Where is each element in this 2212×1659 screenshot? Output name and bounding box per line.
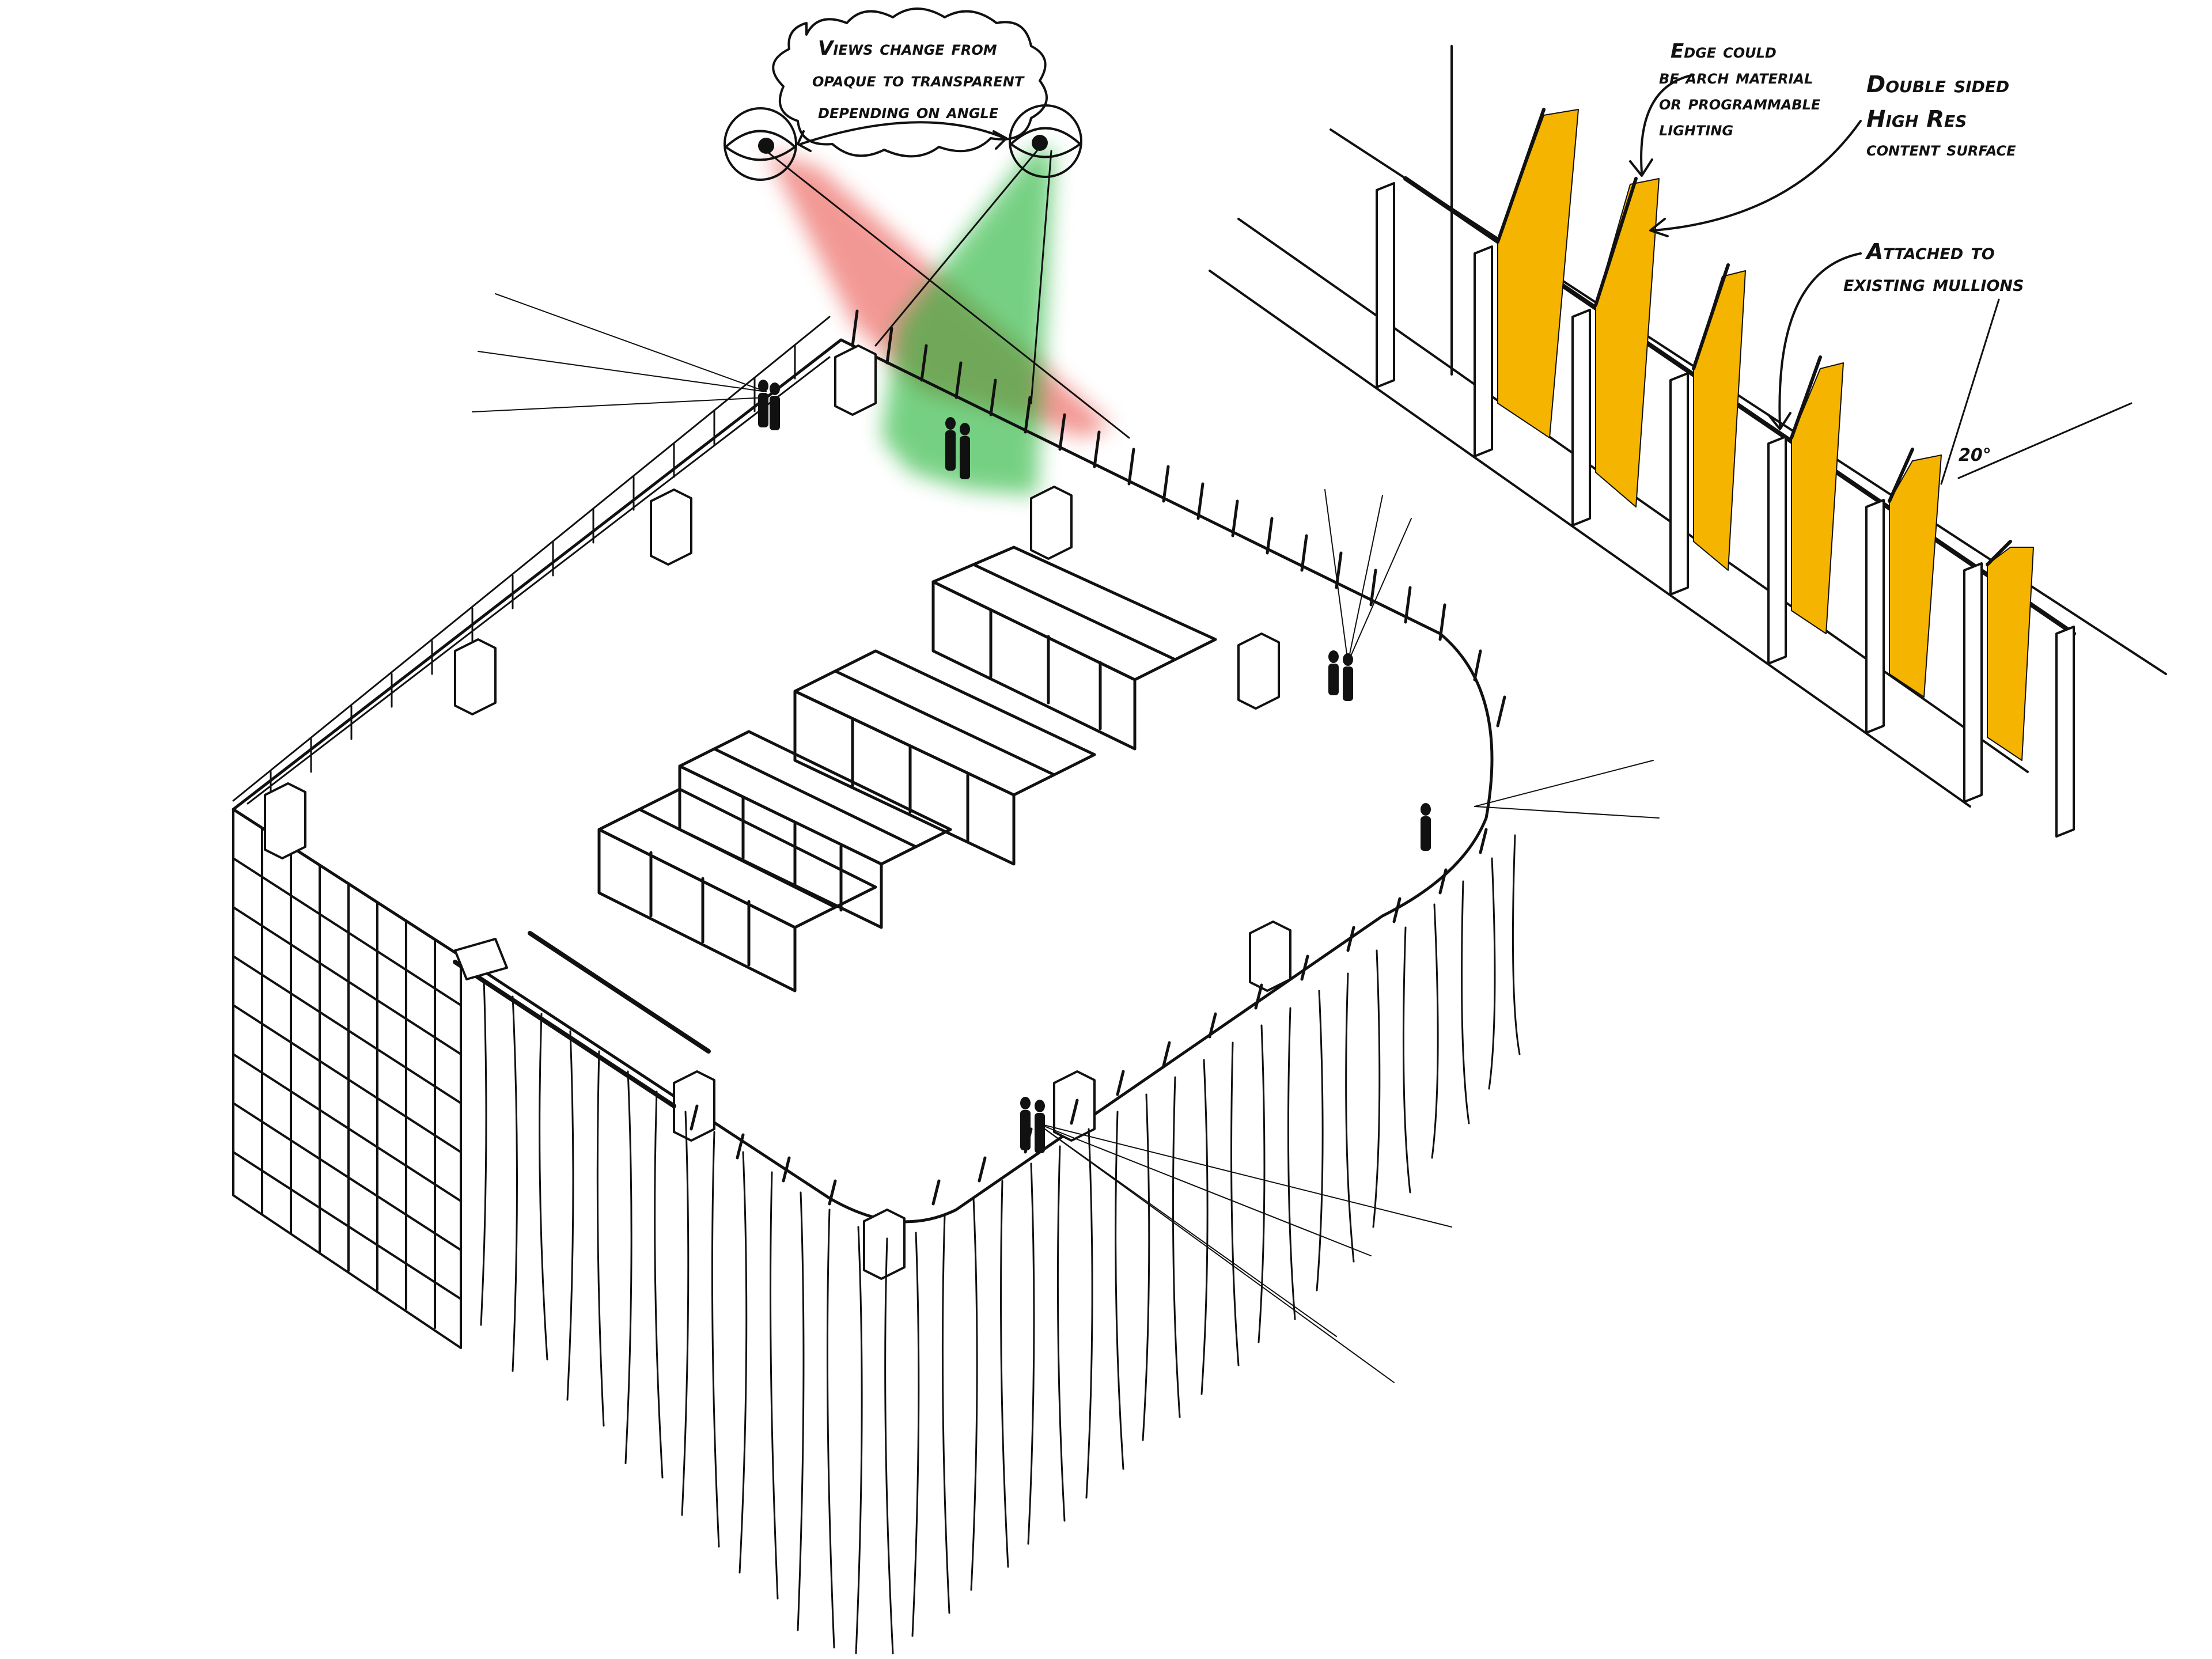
mullion-leader-arrow <box>1778 252 1862 427</box>
surface-note-line2: High Res <box>1866 106 1967 132</box>
grid-facade <box>232 808 462 1349</box>
content-panel <box>1497 109 1579 438</box>
fins-back-right <box>851 309 1506 728</box>
person-silhouette-icon <box>1421 803 1431 851</box>
mullion-pointer <box>1940 298 2000 485</box>
angle-pointer <box>1957 402 2133 479</box>
sight-lines <box>472 293 1660 1383</box>
angle-label: 20° <box>1959 445 1991 465</box>
content-panel <box>1791 362 1844 634</box>
cubicle-clusters <box>597 546 1217 993</box>
front-bars <box>453 931 711 1108</box>
person-silhouette-icon <box>945 417 970 479</box>
surface-note-line1: Double sided <box>1866 71 2009 98</box>
edge-note-line4: lighting <box>1659 118 1733 141</box>
floor-plate <box>232 338 1494 1224</box>
eye-icon <box>1009 104 1082 178</box>
edge-note-line3: or programmable <box>1659 92 1821 115</box>
edge-note-line1: Edge could <box>1671 40 1777 63</box>
railing-back-left <box>232 316 831 805</box>
cloud-icon <box>772 7 1048 158</box>
view-callout: Views change from opaque to transparent … <box>724 7 1082 181</box>
content-panel <box>1987 547 2034 761</box>
edge-leader-arrow <box>1640 74 1695 174</box>
mullion-detail <box>1209 45 2167 838</box>
eye-icon <box>724 107 797 181</box>
mullion-note-line1: Attached to <box>1865 239 1995 264</box>
person-silhouette-icon <box>1328 650 1353 701</box>
mullion-note-line2: existing mullions <box>1843 271 2024 296</box>
person-silhouette-icon <box>758 380 780 430</box>
views-note-line3: depending on angle <box>818 100 999 123</box>
surface-note-line3: content surface <box>1866 138 2016 161</box>
transparent-view-cone <box>881 150 1054 495</box>
double-arrow <box>800 121 1006 145</box>
view-cones <box>765 150 1130 495</box>
views-note-line2: opaque to transparent <box>812 69 1025 92</box>
views-note-line1: Views change from <box>818 37 997 60</box>
curtain-strands <box>480 834 1521 1654</box>
detail-annotations: Edge could be arch material or programma… <box>1629 40 2133 485</box>
content-panel <box>1693 270 1746 571</box>
person-silhouette-icon <box>1020 1097 1045 1153</box>
surface-leader-arrow <box>1652 120 1862 232</box>
curtain-fins <box>690 828 1488 1206</box>
content-panel <box>1889 454 1942 698</box>
